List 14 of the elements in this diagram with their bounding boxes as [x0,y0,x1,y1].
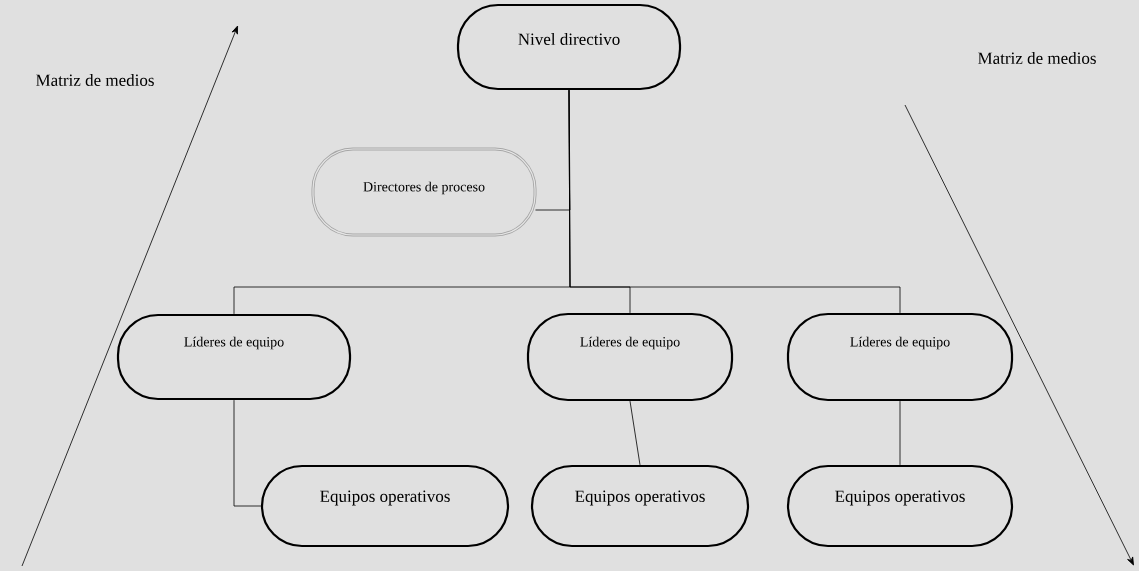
side-label: Matriz de medios [36,74,154,86]
rounded-box: Líderes de equipo [116,313,352,401]
rounded-box: Directores de proceso [311,147,537,237]
rounded-box: Líderes de equipo [526,312,734,402]
connector [899,400,901,466]
rounded-box: Equipos operativos [786,464,1014,548]
connector [629,400,641,466]
rounded-box: Nivel directivo [456,3,682,91]
connector [568,89,901,314]
rounded-box: Equipos operativos [260,464,510,548]
rounded-box: Equipos operativos [530,464,750,548]
rounded-box: Líderes de equipo [786,312,1014,402]
connector [233,399,262,507]
side-label: Matriz de medios [978,52,1096,64]
